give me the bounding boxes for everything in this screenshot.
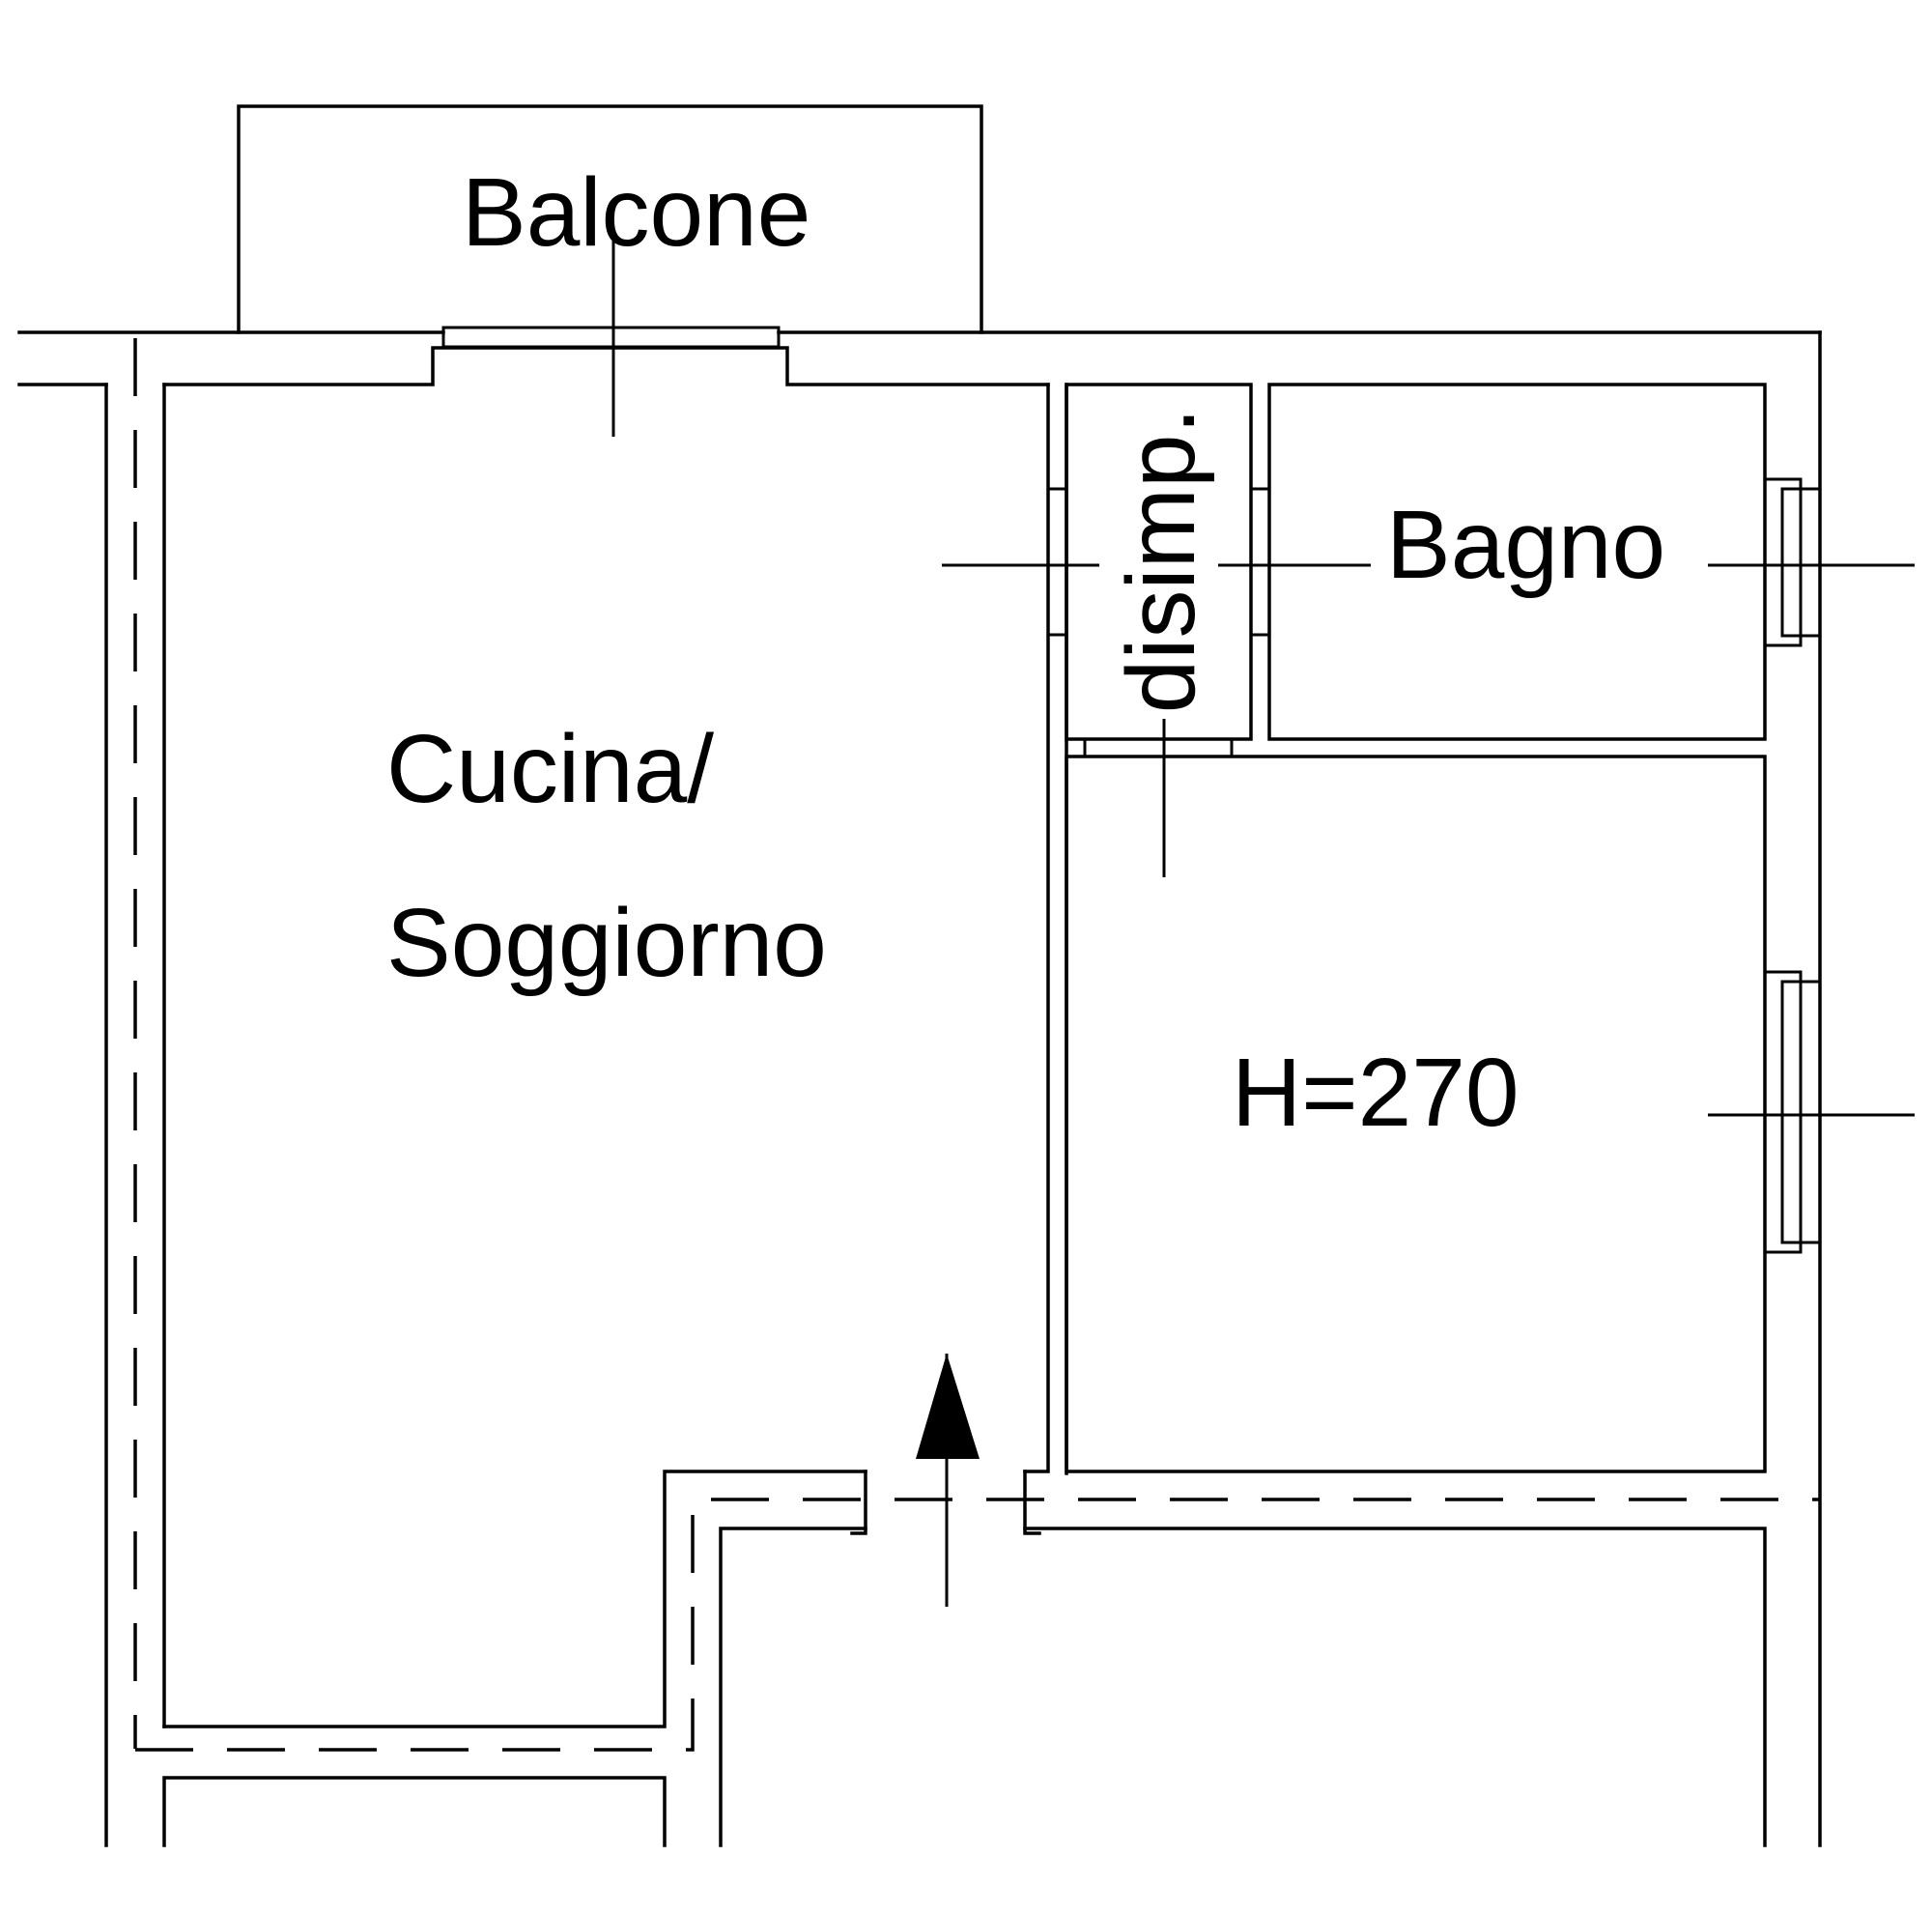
kitchen-label-line1: Cucina/ [386,715,714,823]
kitchen-walls [135,383,1820,1847]
bathroom-label: Bagno [1386,491,1665,599]
kitchen-label-line2: Soggiorno [386,889,827,997]
hallway-label: disimp. [1107,408,1215,714]
entrance-door [850,1470,1041,1535]
balcony-door [162,326,1050,386]
balcony-label: Balcone [462,158,810,267]
room-height-label: H=270 [1232,1039,1519,1147]
balcony [237,104,983,334]
bathroom [1267,383,1822,741]
reference-lines [611,238,1915,1607]
west-wall [104,338,166,1847]
entrance-arrow-icon [916,1354,980,1471]
